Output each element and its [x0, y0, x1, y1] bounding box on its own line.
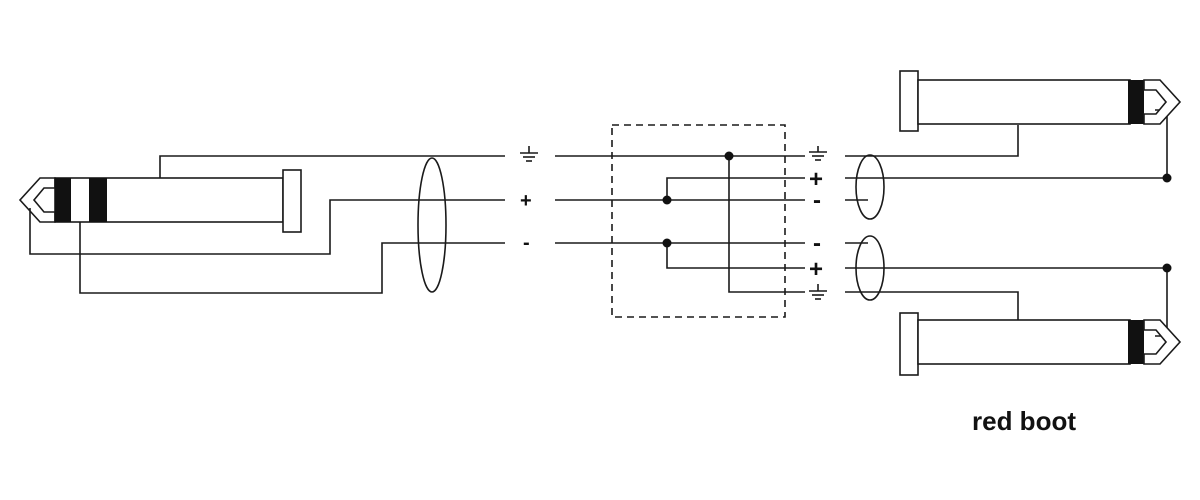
plus-junction-node — [662, 195, 672, 205]
right-top-cable — [845, 109, 1168, 220]
right-bottom-node — [1162, 263, 1172, 273]
caption-label: red boot — [972, 406, 1076, 436]
right-bottom-labels: - + — [809, 230, 827, 300]
center-wiring — [555, 124, 805, 318]
right-top-plus-label: + — [809, 166, 823, 193]
right-bottom-ground-icon — [809, 284, 827, 300]
left-tip-wire — [29, 199, 505, 255]
left-cable-jacket — [417, 157, 447, 293]
right-top-plug-tip — [1143, 79, 1182, 125]
right-bottom-shield-wire — [845, 291, 1019, 320]
left-trs-plug — [18, 169, 302, 233]
right-top-ts-plug — [899, 70, 1182, 132]
right-bottom-cable-jacket — [855, 235, 885, 301]
right-top-plug-collar — [899, 70, 919, 132]
right-bottom-plus-label: + — [809, 256, 823, 283]
left-ring-wire — [79, 222, 505, 294]
right-bottom-cable — [845, 235, 1168, 337]
right-bottom-plug-tip — [1143, 319, 1182, 365]
right-bottom-plug-body — [917, 319, 1131, 365]
left-ground-icon — [520, 146, 538, 162]
left-plug-wiring — [29, 155, 505, 294]
right-bottom-minus-label: - — [813, 230, 821, 257]
right-top-plug-body — [917, 79, 1131, 125]
right-top-node — [1162, 173, 1172, 183]
left-plug-collar — [282, 169, 302, 233]
right-top-ground-icon — [809, 146, 827, 161]
left-plug-ring-1 — [55, 178, 71, 222]
right-bottom-plug-ring — [1128, 320, 1144, 364]
right-bottom-plug-collar — [899, 312, 919, 376]
right-top-labels: + - — [809, 146, 827, 214]
minus-junction-node — [662, 238, 672, 248]
right-top-shield-wire — [845, 125, 1019, 157]
left-plug-ring-2 — [89, 178, 107, 222]
left-plug-tip — [18, 177, 56, 223]
splitter-box — [611, 124, 786, 318]
ground-junction-node — [724, 151, 734, 161]
right-top-plug-ring — [1128, 80, 1144, 124]
left-minus-label: - — [523, 232, 530, 254]
right-top-cable-jacket — [855, 154, 885, 220]
left-labels: + - — [520, 146, 538, 254]
left-plus-label: + — [520, 190, 532, 212]
right-top-minus-label: - — [813, 187, 821, 214]
right-bottom-ts-plug — [899, 312, 1182, 376]
left-sleeve-wire — [159, 155, 505, 178]
